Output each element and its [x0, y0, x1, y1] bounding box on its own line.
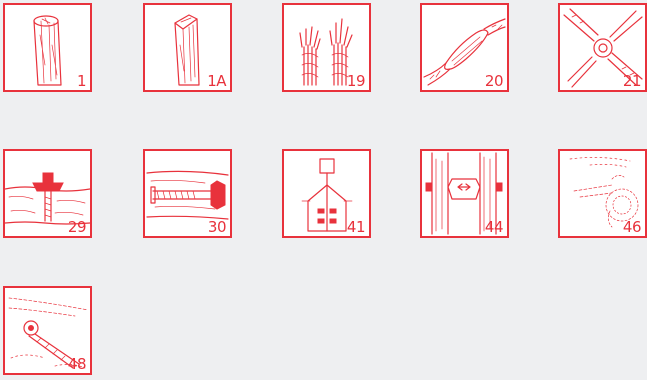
tile-29[interactable]: 29	[3, 149, 92, 238]
tile-46[interactable]: 46	[558, 149, 647, 238]
tile-number: 41	[347, 220, 365, 235]
tile-number: 1A	[207, 74, 226, 89]
tile-41[interactable]: 41	[282, 149, 371, 238]
tile-number: 20	[485, 74, 503, 89]
tile-number: 1	[77, 74, 86, 89]
tile-19[interactable]: 19	[282, 3, 371, 92]
tile-48[interactable]: 48	[3, 286, 92, 375]
tile-20[interactable]: 20	[420, 3, 509, 92]
tile-1a[interactable]: 1A	[143, 3, 232, 92]
tile-21[interactable]: 21	[558, 3, 647, 92]
tile-44[interactable]: 44	[420, 149, 509, 238]
tile-30[interactable]: 30	[143, 149, 232, 238]
tile-number: 44	[485, 220, 503, 235]
tile-number: 21	[623, 74, 641, 89]
tile-number: 46	[623, 220, 641, 235]
tile-number: 19	[347, 74, 365, 89]
tile-number: 30	[208, 220, 226, 235]
tile-1[interactable]: 1	[3, 3, 92, 92]
tile-number: 29	[68, 220, 86, 235]
tile-number: 48	[68, 357, 86, 372]
